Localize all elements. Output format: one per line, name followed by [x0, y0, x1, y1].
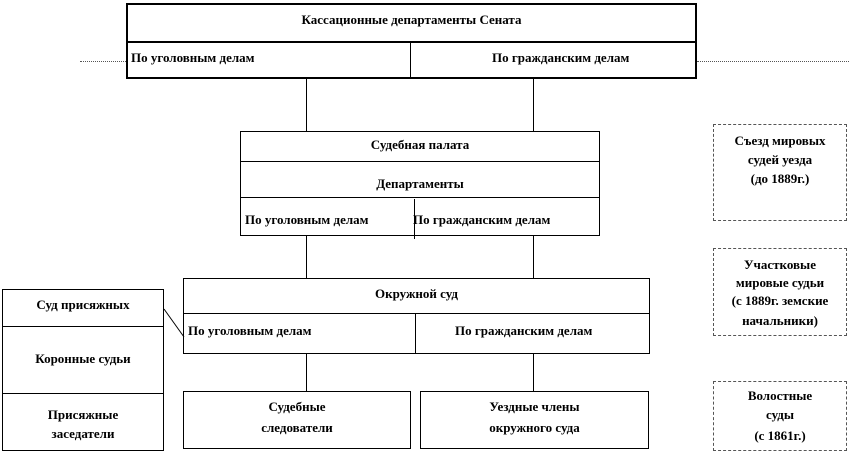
district-split: [415, 313, 416, 353]
senate-left-leader: [80, 61, 126, 62]
chamber-divider-2: [240, 197, 600, 198]
chamber-box: [240, 131, 600, 236]
volost-courts-line1: Волостные: [747, 388, 813, 403]
district-magistrates-box: [713, 248, 847, 336]
jury-jurors-line2: заседатели: [51, 426, 115, 441]
magistrates-congress-line1: Съезд мировых: [734, 133, 826, 148]
magistrates-congress-line3: (до 1889г.): [750, 171, 810, 186]
connector-district-members: [533, 354, 534, 391]
investigators-box: [183, 391, 411, 449]
chamber-title: Судебная палата: [370, 137, 470, 152]
chamber-civil: По гражданским делам: [413, 212, 551, 227]
investigators-line2: следователи: [261, 420, 333, 435]
district-divider: [183, 313, 650, 314]
district-magistrates-line3: (с 1889г. земские: [731, 293, 829, 308]
jury-crown-judges: Коронные судьи: [35, 351, 131, 366]
county-members-box: [420, 391, 649, 449]
chamber-split: [414, 199, 415, 239]
county-members-line2: окружного суда: [489, 420, 580, 435]
county-members-line1: Уездные члены: [489, 399, 580, 414]
district-criminal: По уголовным делам: [188, 323, 312, 338]
senate-right-leader: [697, 61, 849, 62]
district-magistrates-line4: начальники): [742, 313, 818, 328]
volost-courts-box: [713, 381, 847, 451]
magistrates-congress-box: [713, 124, 847, 221]
jury-divider-1: [2, 326, 164, 327]
magistrates-congress-line2: судей уезда: [747, 152, 813, 167]
volost-courts-line3: (с 1861г.): [754, 428, 806, 443]
connector-chamber-district-right: [533, 236, 534, 278]
connector-chamber-district-left: [306, 236, 307, 278]
senate-title: Кассационные департаменты Сената: [301, 12, 522, 27]
connector-senate-chamber-right: [533, 79, 534, 131]
district-magistrates-line2: мировые судьи: [735, 275, 825, 290]
chamber-divider-1: [240, 161, 600, 162]
jury-box: [2, 289, 164, 451]
senate-criminal: По уголовным делам: [131, 50, 255, 65]
district-magistrates-line1: Участковые: [744, 257, 816, 272]
volost-courts-line2: суды: [765, 407, 794, 422]
jury-title: Суд присяжных: [36, 297, 130, 312]
senate-split: [410, 42, 411, 78]
district-civil: По гражданским делам: [455, 323, 593, 338]
chamber-criminal: По уголовным делам: [245, 212, 369, 227]
district-box: [183, 278, 650, 354]
jury-jurors-line1: Присяжные: [47, 407, 119, 422]
connector-district-investigators: [306, 354, 307, 391]
senate-civil: По гражданским делам: [492, 50, 630, 65]
chamber-departments: Департаменты: [376, 176, 464, 191]
district-title: Окружной суд: [374, 286, 458, 301]
jury-divider-2: [2, 393, 164, 394]
connector-senate-chamber-left: [306, 79, 307, 131]
investigators-line1: Судебные: [268, 399, 326, 414]
senate-divider: [127, 41, 696, 43]
